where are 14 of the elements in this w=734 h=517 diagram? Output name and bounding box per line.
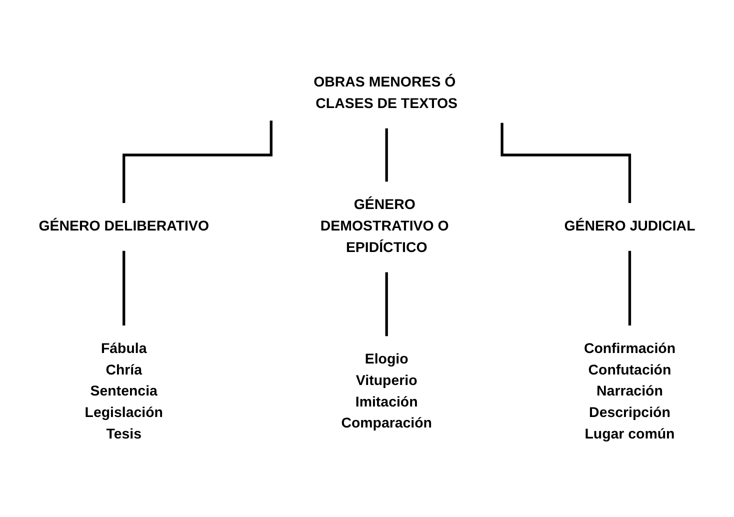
connector bbox=[385, 128, 388, 183]
connector bbox=[122, 250, 126, 326]
node-text: Fábula Chría Sentencia Legislación Tesis bbox=[84, 341, 163, 442]
connector bbox=[500, 122, 632, 204]
connector bbox=[628, 250, 632, 326]
connector bbox=[385, 272, 388, 338]
node-text: Elogio Vituperio Imitación Comparación bbox=[341, 352, 432, 431]
node-text: OBRAS MENORES Ó CLASES DE TEXTOS bbox=[314, 74, 458, 112]
node-text: GÉNERO DEMOSTRATIVO O EPIDÍCTICO bbox=[320, 197, 449, 255]
node-text: GÉNERO DELIBERATIVO bbox=[38, 218, 209, 234]
connector bbox=[122, 120, 272, 204]
node-text: Confirmación Confutación Narración Descripción Lugar común bbox=[584, 341, 676, 442]
node-text: GÉNERO JUDICIAL bbox=[564, 218, 696, 234]
tree-diagram: OBRAS MENORES Ó CLASES DE TEXTOS GÉNERO DELIBERATIVO GÉNERO DEMOSTRATIVO O EPIDÍCTICO GÉNERO JUDICIAL Fábula Chría Sentencia Legislación Tesis Elogio Vituperio Imitación Comparación Confirmación Confutación Narración Descripción Lugar común bbox=[5, 52, 729, 466]
